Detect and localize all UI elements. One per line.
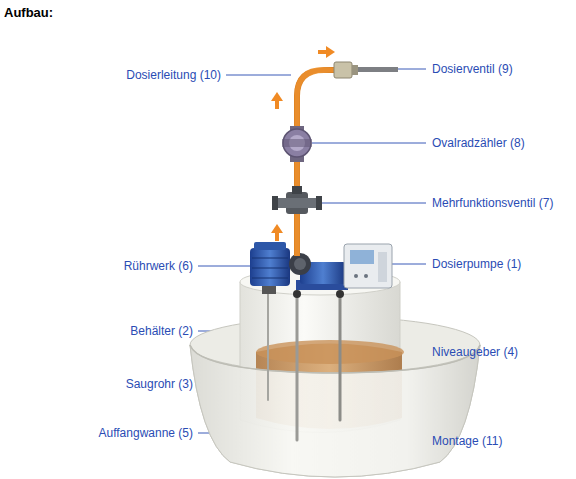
part-label: Behälter (2) bbox=[130, 324, 193, 338]
dosing-line bbox=[297, 70, 336, 256]
dosing-pump bbox=[289, 244, 392, 290]
stirrer-motor bbox=[250, 242, 290, 294]
collecting-tray bbox=[190, 317, 480, 477]
oval-gear-meter bbox=[282, 126, 312, 162]
part-label: Dosierventil (9) bbox=[432, 62, 513, 76]
flow-arrows bbox=[271, 46, 335, 241]
multifunction-valve bbox=[272, 186, 322, 214]
dosing-valve bbox=[334, 62, 398, 78]
collecting-tray-front bbox=[190, 345, 480, 477]
part-label: Mehrfunktionsventil (7) bbox=[432, 196, 553, 210]
part-label: Ovalradzähler (8) bbox=[432, 136, 525, 150]
part-label: Dosierleitung (10) bbox=[126, 68, 221, 82]
part-label: Saugrohr (3) bbox=[126, 377, 193, 391]
diagram-title: Aufbau: bbox=[4, 5, 53, 20]
part-label: Montage (11) bbox=[432, 434, 502, 448]
part-label: Auffangwanne (5) bbox=[98, 426, 193, 440]
part-label: Dosierpumpe (1) bbox=[432, 257, 521, 271]
part-label: Niveaugeber (4) bbox=[432, 345, 518, 359]
part-label: Rührwerk (6) bbox=[124, 259, 193, 273]
rods bbox=[268, 290, 344, 440]
